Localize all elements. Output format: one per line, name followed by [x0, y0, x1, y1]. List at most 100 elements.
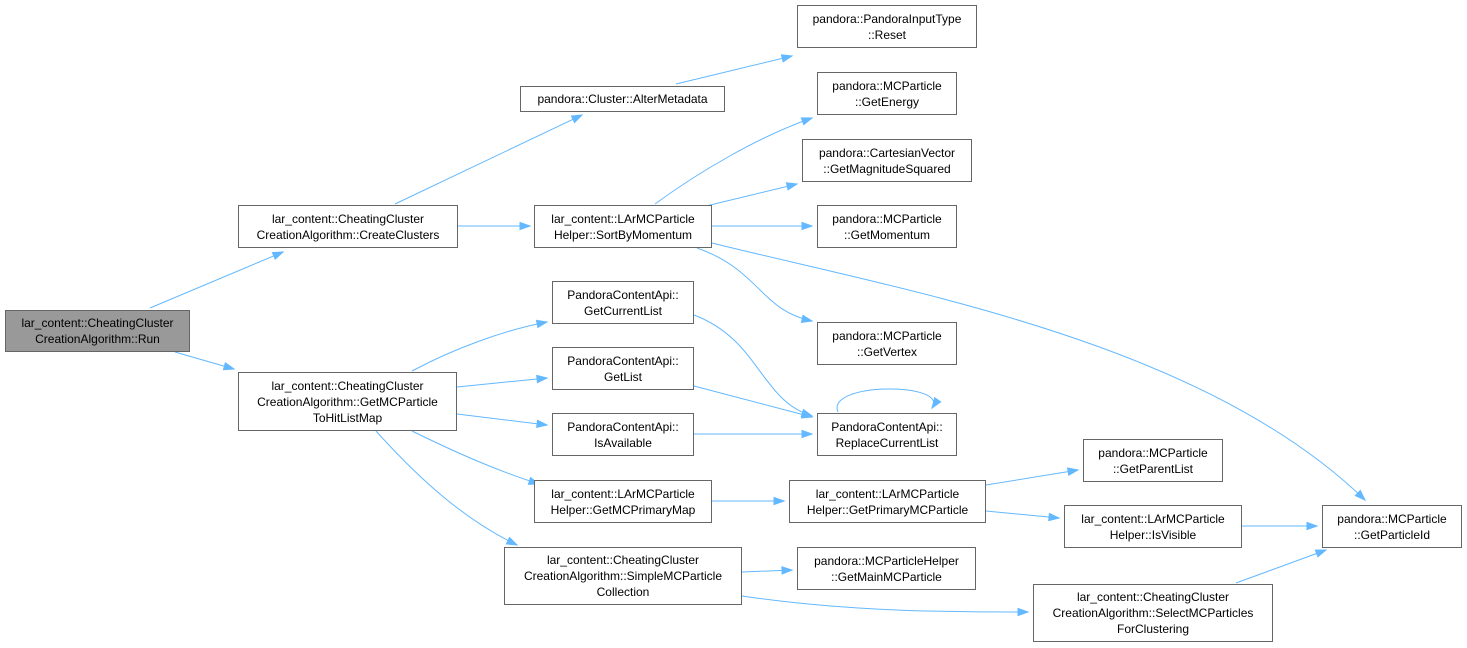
node-line: CreationAlgorithm::GetMCParticle	[257, 394, 438, 409]
arrowhead-getMCParticleToHitListMap-to-simpleMCParticleCollection	[505, 536, 519, 546]
arrowhead-simpleMCParticleCollection-to-getMainMCParticle	[781, 566, 794, 575]
arrowhead-sortByMomentum-to-getParticleId	[1354, 489, 1367, 502]
node-get-current-list[interactable]: PandoraContentApi:: GetCurrentList	[552, 281, 694, 324]
node-line: lar_content::LArMCParticle	[551, 486, 695, 501]
node-line: Helper::SortByMomentum	[553, 227, 693, 242]
arrowhead-sortByMomentum-to-getMomentum	[801, 221, 814, 231]
node-line: ::GetParentList	[1112, 461, 1194, 476]
arrowhead-sortByMomentum-to-getMagnitudeSquared	[785, 182, 799, 191]
node-get-primary-mc-particle[interactable]: lar_content::LArMCParticle Helper::GetPr…	[789, 480, 986, 523]
node-get-magnitude-squared[interactable]: pandora::CartesianVector ::GetMagnitudeS…	[802, 139, 972, 182]
node-line: ::GetVertex	[856, 344, 918, 359]
edge-getMCParticleToHitListMap-to-simpleMCParticleCollection	[375, 430, 518, 546]
node-line: Helper::IsVisible	[1109, 527, 1197, 542]
node-is-visible[interactable]: lar_content::LArMCParticle Helper::IsVis…	[1064, 505, 1242, 548]
node-line: CreationAlgorithm::CreateClusters	[256, 227, 440, 242]
node-get-list[interactable]: PandoraContentApi:: GetList	[552, 347, 694, 390]
arrowhead-createClusters-to-alterMetadata	[570, 114, 584, 124]
arrowhead-isVisible-to-getParticleId	[1306, 521, 1319, 531]
arrowhead-createClusters-to-sortByMomentum	[519, 221, 532, 231]
node-get-main-mc-particle[interactable]: pandora::MCParticleHelper ::GetMainMCPar…	[797, 547, 976, 590]
edge-sortByMomentum-to-getParticleId	[711, 242, 1366, 501]
node-line: ::GetMomentum	[843, 227, 931, 242]
node-get-mc-primary-map[interactable]: lar_content::LArMCParticle Helper::GetMC…	[534, 480, 712, 523]
node-line: ReplaceCurrentList	[835, 435, 939, 450]
edge-alterMetadata-to-reset	[675, 55, 793, 85]
node-line: ForClustering	[1116, 622, 1190, 636]
edge-sortByMomentum-to-getVertex	[696, 247, 813, 322]
edge-selectMCParticlesForClustering-to-getParticleId	[1235, 549, 1327, 584]
edge-getList-to-replaceCurrentList	[693, 385, 813, 418]
node-get-energy[interactable]: pandora::MCParticle ::GetEnergy	[817, 72, 957, 115]
edge-run-to-createClusters	[149, 251, 284, 309]
node-get-vertex[interactable]: pandora::MCParticle ::GetVertex	[817, 322, 957, 365]
node-line: lar_content::LArMCParticle	[551, 211, 695, 226]
node-is-available[interactable]: PandoraContentApi:: IsAvailable	[552, 413, 694, 456]
node-line: pandora::PandoraInputType	[812, 11, 962, 26]
arrowhead-getMCPrimaryMap-to-getPrimaryMCParticle	[773, 496, 786, 506]
node-get-momentum[interactable]: pandora::MCParticle ::GetMomentum	[817, 205, 957, 248]
edge-getCurrentList-to-replaceCurrentList	[693, 314, 813, 417]
arrowhead-selectMCParticlesForClustering-to-getParticleId	[1314, 549, 1328, 558]
arrowhead-sortByMomentum-to-getVertex	[800, 314, 814, 324]
node-alter-metadata[interactable]: pandora::Cluster::AlterMetadata	[520, 86, 725, 112]
node-create-clusters[interactable]: lar_content::CheatingCluster CreationAlg…	[238, 205, 458, 248]
node-line: lar_content::LArMCParticle	[1081, 511, 1225, 526]
node-line: pandora::Cluster::AlterMetadata	[537, 92, 708, 106]
node-get-mc-particle-to-hit-list-map[interactable]: lar_content::CheatingCluster CreationAlg…	[238, 372, 457, 431]
node-line: ::Reset	[867, 27, 906, 42]
edge-sortByMomentum-to-getEnergy	[654, 117, 813, 205]
node-line: GetList	[603, 369, 642, 384]
node-line: lar_content::CheatingCluster	[271, 378, 424, 393]
arrowhead-run-to-createClusters	[271, 251, 285, 261]
node-line: ::GetParticleId	[1353, 527, 1431, 542]
arrowhead-getMCParticleToHitListMap-to-getCurrentList	[535, 319, 549, 329]
arrowhead-sortByMomentum-to-getEnergy	[800, 117, 814, 126]
edge-replaceCurrentList-to-replaceCurrentList	[836, 388, 935, 413]
arrowhead-getList-to-replaceCurrentList	[800, 410, 814, 419]
edge-simpleMCParticleCollection-to-selectMCParticlesForClustering	[741, 595, 1029, 613]
node-line: Helper::GetPrimaryMCParticle	[806, 502, 969, 517]
node-line: pandora::CartesianVector	[818, 145, 956, 160]
node-sort-by-momentum[interactable]: lar_content::LArMCParticle Helper::SortB…	[534, 205, 712, 248]
node-line: PandoraContentApi::	[567, 353, 679, 368]
node-line: ::GetMainMCParticle	[831, 569, 942, 584]
node-line: CreationAlgorithm::Run	[35, 332, 160, 346]
node-replace-current-list[interactable]: PandoraContentApi:: ReplaceCurrentList	[817, 413, 957, 456]
arrowhead-isAvailable-to-replaceCurrentList	[801, 429, 814, 439]
arrowhead-getPrimaryMCParticle-to-getParentList	[1066, 467, 1080, 476]
node-line: Collection	[596, 585, 650, 599]
node-line: pandora::MCParticle	[1337, 511, 1447, 526]
node-simple-mc-particle-collection[interactable]: lar_content::CheatingCluster CreationAlg…	[504, 547, 742, 605]
node-run: lar_content::CheatingCluster CreationAlg…	[5, 310, 190, 352]
node-line: pandora::MCParticle	[1098, 445, 1208, 460]
arrowhead-run-to-getMCParticleToHitListMap	[222, 361, 236, 371]
arrowhead-simpleMCParticleCollection-to-selectMCParticlesForClustering	[1017, 607, 1030, 617]
arrowhead-getMCParticleToHitListMap-to-getList	[536, 374, 549, 384]
node-line: lar_content::CheatingCluster	[21, 316, 174, 330]
edge-getMCParticleToHitListMap-to-getMCPrimaryMap	[411, 430, 540, 485]
node-select-mc-particles-for-clustering[interactable]: lar_content::CheatingCluster CreationAlg…	[1033, 584, 1273, 642]
node-reset[interactable]: pandora::PandoraInputType ::Reset	[797, 5, 977, 48]
arrowhead-getMCParticleToHitListMap-to-isAvailable	[536, 419, 549, 429]
edge-getMCParticleToHitListMap-to-getCurrentList	[411, 321, 548, 372]
node-line: lar_content::CheatingCluster	[271, 211, 425, 226]
node-line: lar_content::CheatingCluster	[1076, 590, 1230, 604]
edge-getPrimaryMCParticle-to-isVisible	[985, 510, 1060, 519]
arrowhead-getPrimaryMCParticle-to-isVisible	[1048, 512, 1061, 522]
edge-getMCParticleToHitListMap-to-getList	[456, 377, 548, 388]
node-line: lar_content::CheatingCluster	[546, 553, 700, 567]
node-get-parent-list[interactable]: pandora::MCParticle ::GetParentList	[1083, 439, 1223, 482]
node-line: PandoraContentApi::	[831, 419, 943, 434]
node-line: lar_content::LArMCParticle	[815, 486, 960, 501]
node-line: ::GetMagnitudeSquared	[823, 161, 951, 176]
edge-getMCParticleToHitListMap-to-isAvailable	[456, 413, 548, 426]
node-get-particle-id[interactable]: pandora::MCParticle ::GetParticleId	[1322, 505, 1462, 548]
edge-sortByMomentum-to-getMagnitudeSquared	[705, 183, 798, 207]
node-line: PandoraContentApi::	[567, 287, 679, 302]
arrowhead-replaceCurrentList-to-replaceCurrentList	[931, 396, 942, 410]
node-line: pandora::MCParticle	[832, 78, 942, 93]
node-line: pandora::MCParticle	[832, 211, 942, 226]
